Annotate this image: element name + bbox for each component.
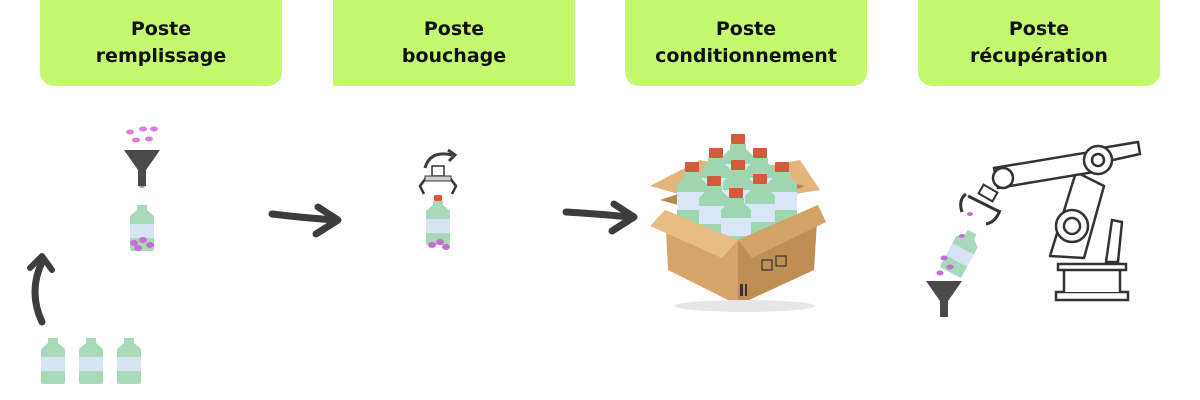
robot-arm-icon xyxy=(991,140,1142,302)
gripper-icon xyxy=(959,183,1002,226)
arrow-icon xyxy=(31,258,46,326)
bottle-icon xyxy=(426,195,450,245)
station-name: conditionnement xyxy=(655,45,837,67)
pill-icon xyxy=(428,239,450,250)
station-word: Poste xyxy=(130,18,192,40)
station-word: Poste xyxy=(423,18,485,40)
station-bouchage-illustration xyxy=(418,148,458,250)
station-word: Poste xyxy=(715,18,777,40)
station-header-remplissage: Poste remplissage xyxy=(40,0,282,86)
station-remplissage-illustration xyxy=(27,126,160,384)
station-header-recuperation: Poste récupération xyxy=(918,0,1160,86)
gripper-icon xyxy=(418,165,458,195)
arrow-icon xyxy=(268,203,342,238)
station-name: récupération xyxy=(970,45,1108,67)
station-header-conditionnement: Poste conditionnement xyxy=(625,0,867,86)
station-recuperation-illustration xyxy=(926,140,1142,317)
pill-icon xyxy=(130,237,154,251)
pill-icon xyxy=(936,212,973,276)
arrow-icon xyxy=(562,200,638,235)
bottle-icon xyxy=(79,338,103,384)
station-name: remplissage xyxy=(95,45,227,67)
funnel-icon xyxy=(926,281,962,317)
funnel-icon xyxy=(124,150,160,186)
arrow-icon xyxy=(423,152,453,169)
bottle-icon xyxy=(117,338,141,384)
station-header-bouchage: Poste bouchage xyxy=(333,0,575,86)
station-word: Poste xyxy=(1008,18,1070,40)
bottle-icon xyxy=(41,338,65,384)
cardboard-box-icon xyxy=(650,134,826,312)
station-name: bouchage xyxy=(401,45,507,67)
pill-icon xyxy=(126,126,158,188)
